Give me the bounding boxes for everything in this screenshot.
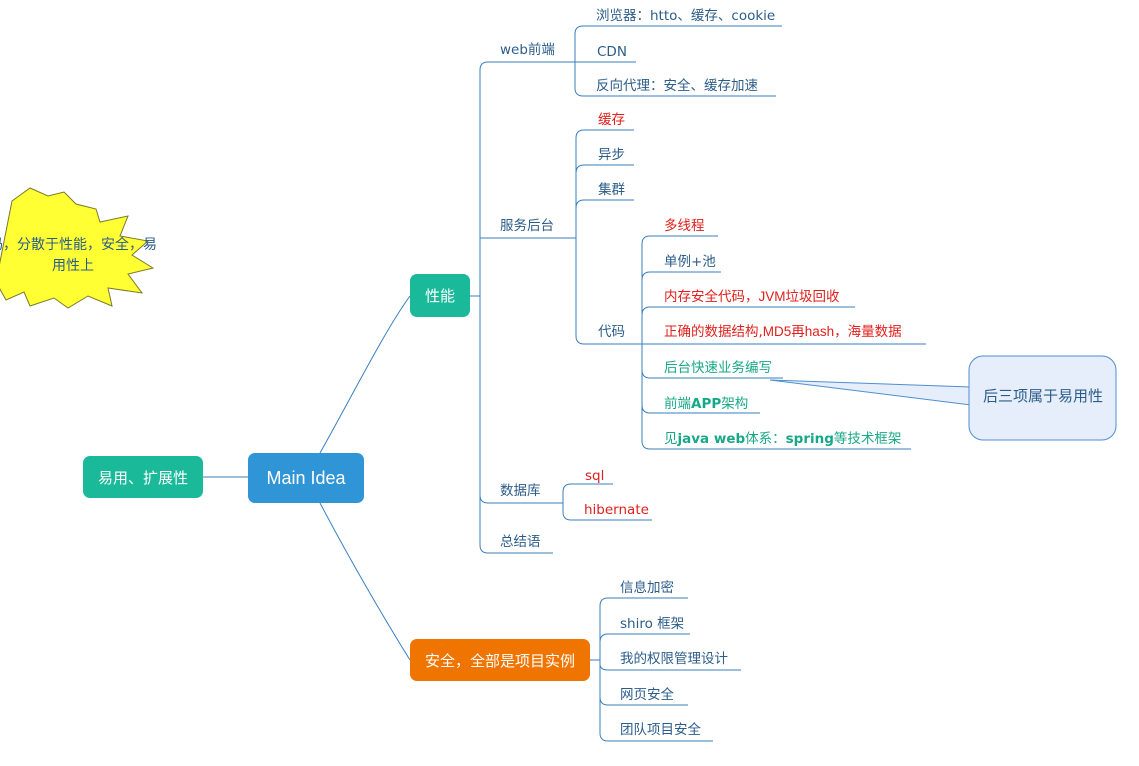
node-java-web-system[interactable]: 见java web体系：spring等技术框架 — [664, 431, 902, 447]
node-data-structures[interactable]: 正确的数据结构,MD5再hash，海量数据 — [664, 324, 902, 340]
callout-note-text: 后三项属于易用性 — [982, 387, 1103, 405]
node-fast-business-dev[interactable]: 后台快速业务编写 — [664, 360, 772, 376]
node-hibernate[interactable]: hibernate — [584, 502, 649, 518]
subtopic-code[interactable]: 代码 — [598, 324, 625, 340]
central-topic[interactable]: Main Idea — [248, 453, 364, 503]
subtopic-backend[interactable]: 服务后台 — [500, 218, 554, 234]
security-item-team-security[interactable]: 团队项目安全 — [620, 722, 701, 738]
node-multithread[interactable]: 多线程 — [664, 218, 705, 234]
subtopic-web-frontend[interactable]: web前端 — [500, 42, 555, 58]
callout-pointer-shape — [769, 379, 972, 406]
callout-bubble-shape — [968, 355, 1117, 441]
topic-usability[interactable]: 易用、扩展性 — [83, 456, 203, 498]
node-async[interactable]: 异步 — [598, 147, 625, 163]
security-item-encryption[interactable]: 信息加密 — [620, 580, 674, 596]
node-cache[interactable]: 缓存 — [598, 112, 625, 128]
node-reverse-proxy[interactable]: 反向代理：安全、缓存加速 — [596, 78, 758, 94]
security-item-shiro[interactable]: shiro 框架 — [620, 616, 685, 632]
topic-performance[interactable]: 性能 — [410, 274, 470, 317]
node-sql[interactable]: sql — [585, 468, 605, 484]
node-cluster[interactable]: 集群 — [598, 182, 625, 198]
subtopic-summary[interactable]: 总结语 — [500, 534, 541, 550]
node-singleton-pool[interactable]: 单例+池 — [664, 254, 716, 270]
node-browser[interactable]: 浏览器：htto、缓存、cookie — [596, 8, 776, 24]
node-memory-safety[interactable]: 内存安全代码，JVM垃圾回收 — [664, 289, 840, 305]
security-item-permission-design[interactable]: 我的权限管理设计 — [620, 651, 728, 667]
topic-security[interactable]: 安全，全部是项目实例 — [410, 639, 590, 681]
node-frontend-app-arch[interactable]: 前端APP架构 — [664, 396, 749, 412]
starburst-note-shape — [0, 187, 155, 309]
subtopic-database[interactable]: 数据库 — [500, 483, 541, 499]
starburst-note-text: 码，分散于性能，安全，易用性上 — [0, 237, 157, 274]
security-item-web-security[interactable]: 网页安全 — [620, 687, 674, 703]
node-cdn[interactable]: CDN — [597, 44, 627, 60]
